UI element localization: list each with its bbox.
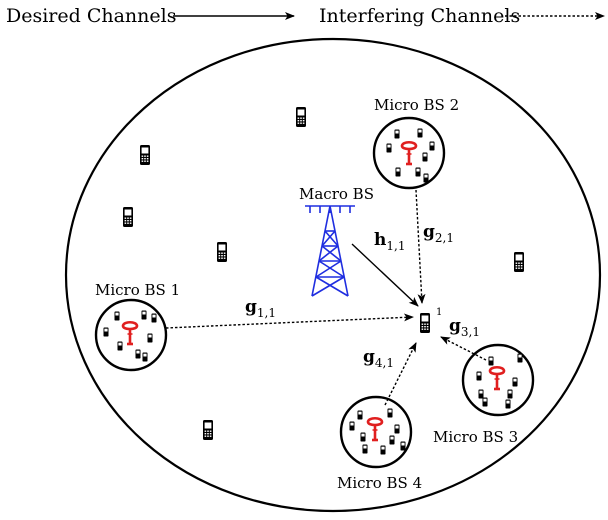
micro-cell-1-boundary	[94, 298, 168, 372]
micro-cell-3-boundary	[461, 343, 535, 417]
channel-g41-label: g4,1	[363, 347, 394, 370]
channel-g11-label: g1,1	[245, 297, 276, 320]
channel-h11-label: h1,1	[374, 230, 405, 253]
target-user-index: 1	[436, 307, 442, 318]
micro-cell-4-boundary	[339, 395, 413, 469]
channel-g31-label: g3,1	[449, 316, 480, 339]
legend-interfering-label: Interfering Channels	[319, 5, 520, 27]
micro-bs-1-antenna-icon	[121, 320, 139, 346]
micro-cell-2-users	[386, 128, 435, 183]
legend-desired-label: Desired Channels	[6, 5, 176, 27]
target-user-phone-icon	[420, 313, 430, 333]
interfering-channel-arrow	[384, 342, 417, 406]
macro-user-phone-icon	[203, 420, 213, 440]
micro-bs-3-label: Micro BS 3	[433, 428, 518, 446]
micro-bs-4-label: Micro BS 4	[337, 474, 422, 492]
micro-cell-3-users	[476, 353, 523, 409]
macro-cell-boundary	[64, 37, 602, 513]
micro-bs-4-antenna-icon	[366, 416, 384, 442]
macro-user-phone-icon	[123, 207, 133, 227]
interfering-channel-arrow	[165, 313, 414, 329]
macro-bs-label: Macro BS	[299, 185, 374, 203]
channel-g21-label: g2,1	[423, 222, 454, 245]
micro-bs-3-antenna-icon	[488, 365, 506, 391]
macro-bs-tower-icon	[305, 205, 355, 297]
micro-bs-2-antenna-icon	[400, 140, 418, 166]
interfering-channel-arrow	[440, 336, 487, 361]
macro-user-phone-icon	[217, 242, 227, 262]
macro-user-phone-icon	[296, 107, 306, 127]
micro-cell-2-boundary	[372, 116, 446, 190]
interfering-channel-arrow	[415, 189, 426, 304]
micro-cell-4-users	[349, 408, 406, 455]
macro-user-phone-icon	[514, 252, 524, 272]
macro-user-phone-icon	[140, 145, 150, 165]
micro-bs-1-label: Micro BS 1	[95, 281, 180, 299]
micro-bs-2-label: Micro BS 2	[374, 96, 459, 114]
desired-channel-arrow	[351, 243, 419, 307]
